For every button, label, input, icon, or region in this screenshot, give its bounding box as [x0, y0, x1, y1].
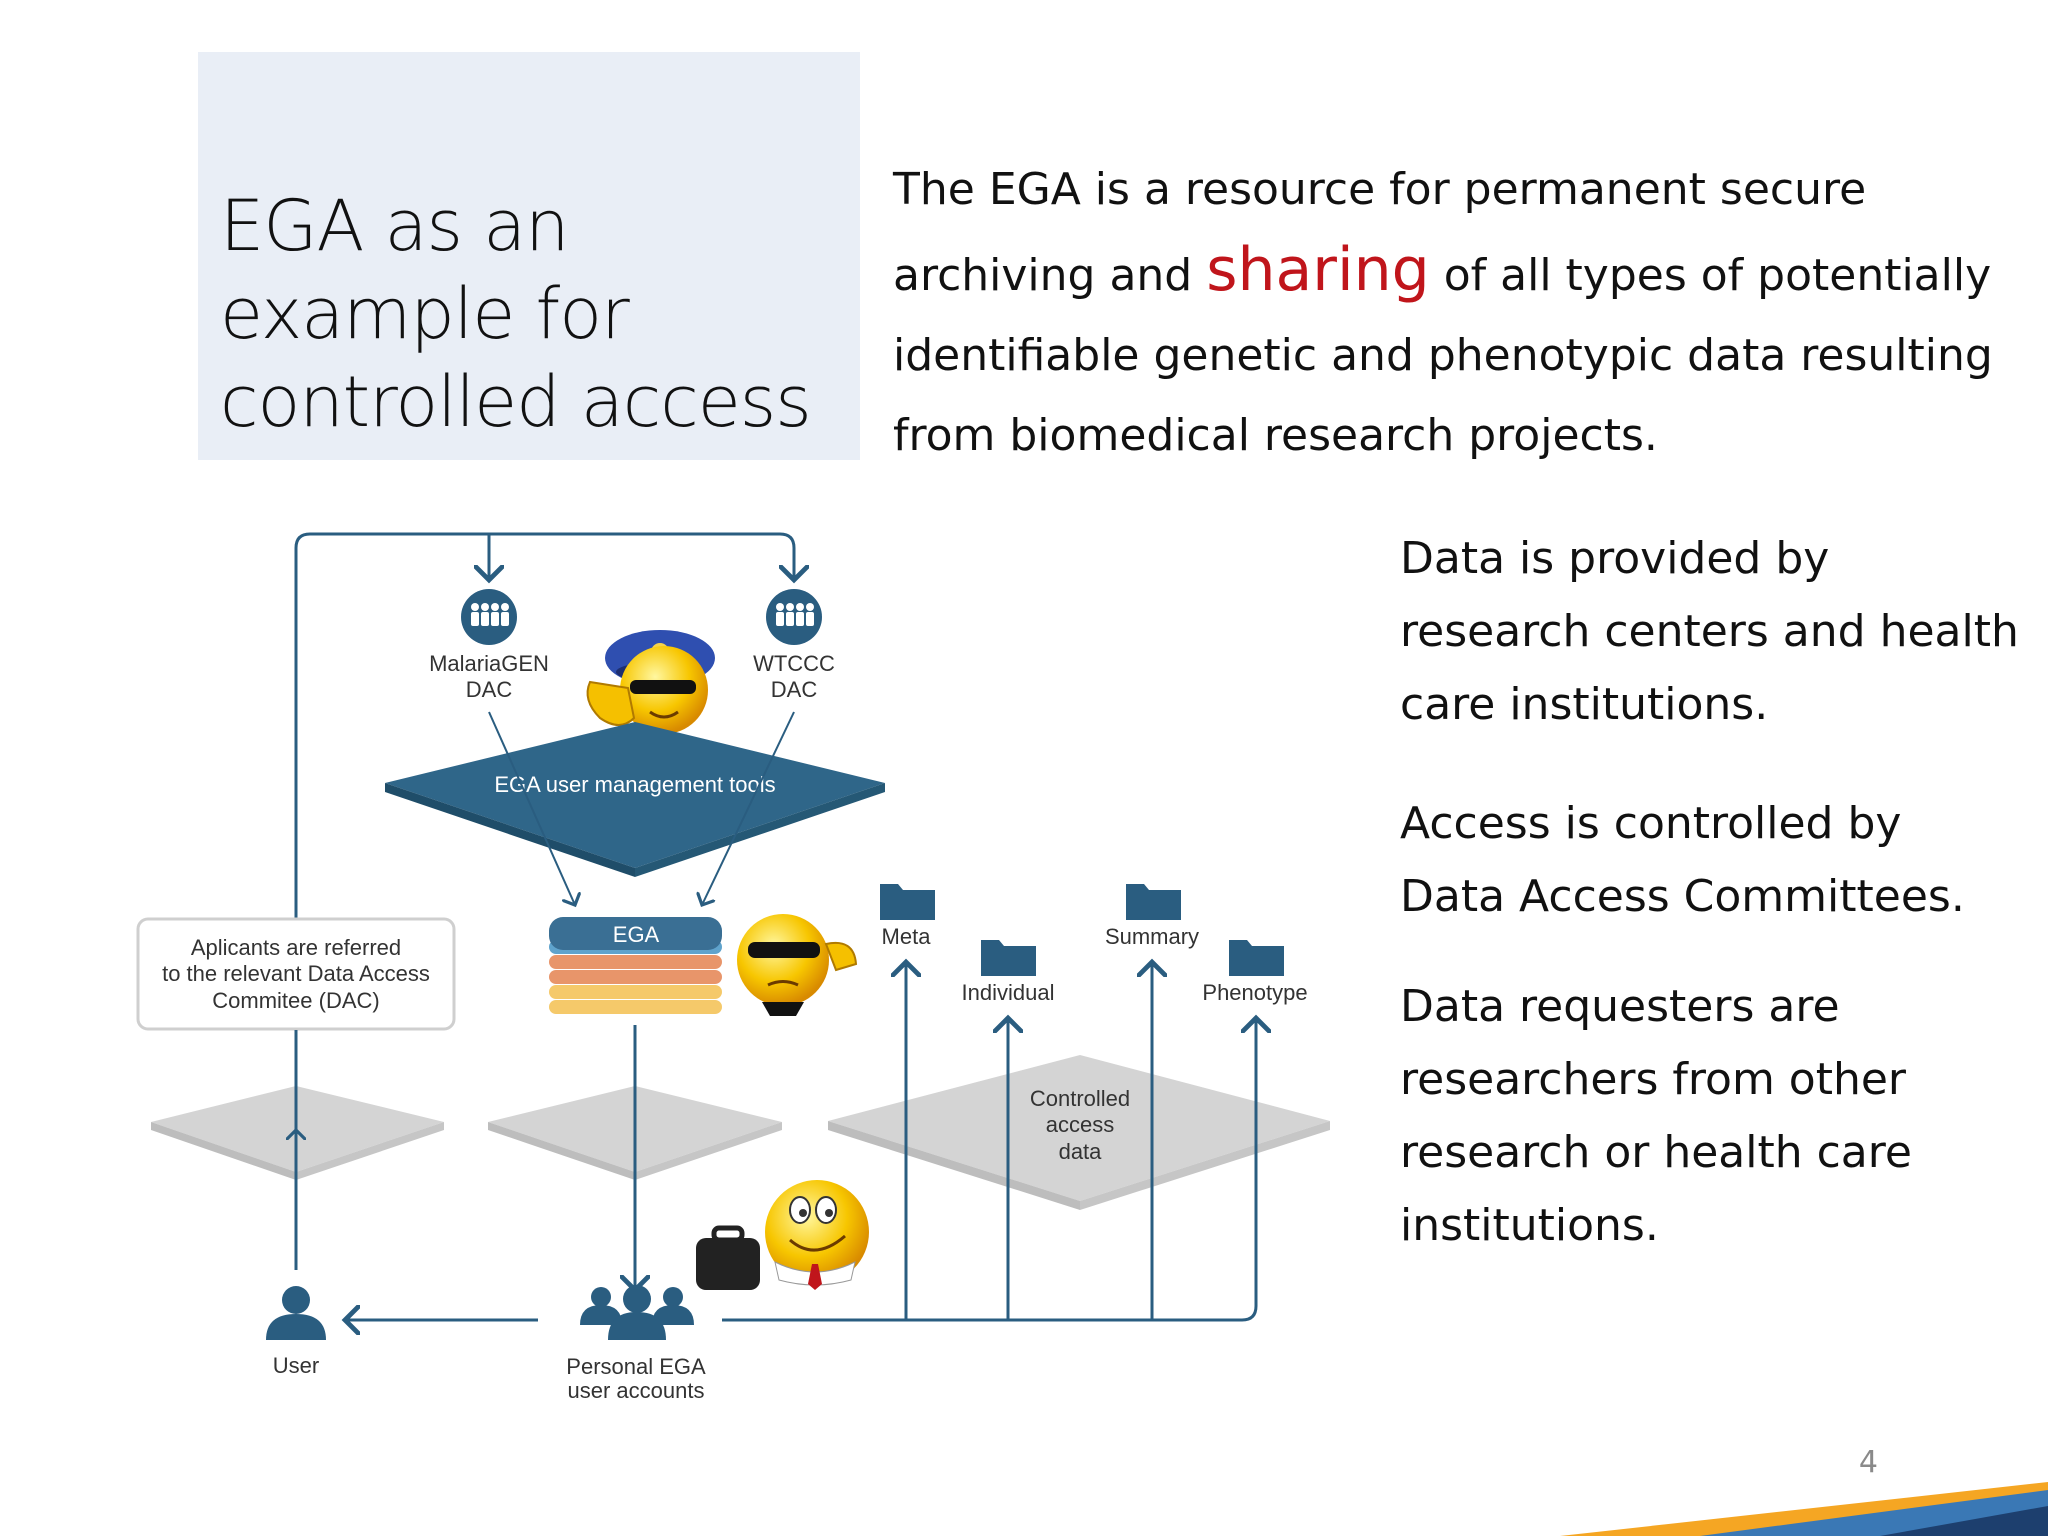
corner-stripes	[1560, 1482, 2048, 1536]
dac-to-ega-arrows	[488, 711, 795, 905]
side-paragraph-requesters: Data requesters are researchers from oth…	[1400, 981, 1912, 1251]
agent-smiley-icon	[737, 914, 858, 1016]
side-paragraph-access: Access is controlled by Data Access Comm…	[1400, 798, 1965, 922]
title-box: EGA as an example for controlled access	[198, 52, 860, 460]
folder-individual-label: Individual	[962, 980, 1055, 1005]
dac-left-icon	[461, 589, 517, 645]
title-line-1: EGA as an	[220, 185, 570, 267]
folder-summary-icon	[1126, 884, 1181, 920]
folder-meta-icon	[880, 884, 935, 920]
intro-highlight-sharing: sharing	[1206, 235, 1430, 305]
user-management-tools-label: EGA user management tools	[494, 772, 775, 797]
applicants-note-line-2: to the relevant Data Access	[162, 961, 430, 986]
dac-right-icon	[766, 589, 822, 645]
controlled-data-plane	[828, 1055, 1330, 1210]
ega-database-icon	[549, 917, 722, 1014]
dac-right-label-2: DAC	[771, 677, 818, 702]
applicants-note-line-1: Aplicants are referred	[191, 935, 401, 960]
briefcase-smiley-icon	[696, 1180, 869, 1290]
accounts-label-1: Personal EGA	[566, 1354, 706, 1379]
dac-left-label-2: DAC	[466, 677, 513, 702]
user-label: User	[273, 1353, 319, 1378]
dac-right-label-1: WTCCC	[753, 651, 835, 676]
user-icon	[266, 1286, 326, 1340]
police-smiley-icon	[586, 630, 715, 734]
ega-label: EGA	[613, 922, 660, 947]
folder-meta-label: Meta	[882, 924, 932, 949]
page-number: 4	[1858, 1445, 1878, 1480]
personal-accounts-icon	[580, 1285, 694, 1340]
controlled-data-label-3: data	[1059, 1139, 1103, 1164]
folder-individual-icon	[981, 940, 1036, 976]
controlled-data-label-2: access	[1046, 1112, 1114, 1137]
user-management-tools-plane	[385, 722, 885, 877]
dac-left-label-1: MalariaGEN	[429, 651, 549, 676]
intro-text-after: of all types of potentially identifiable…	[893, 250, 1993, 461]
title-line-3: controlled access	[220, 361, 812, 443]
applicants-note-box	[136, 917, 456, 1031]
folder-phenotype-label: Phenotype	[1202, 980, 1307, 1005]
applicants-note-line-3: Commitee (DAC)	[212, 988, 379, 1013]
side-paragraph-provided: Data is provided by research centers and…	[1400, 533, 2019, 730]
controlled-data-label-1: Controlled	[1030, 1086, 1130, 1111]
accounts-label-2: user accounts	[568, 1378, 705, 1403]
intro-text-before: The EGA is a resource for permanent secu…	[893, 164, 1867, 301]
folder-phenotype-icon	[1229, 940, 1284, 976]
feedback-loop-line	[294, 532, 794, 918]
folder-summary-label: Summary	[1105, 924, 1199, 949]
intro-paragraph: The EGA is a resource for permanent secu…	[893, 150, 2013, 476]
account-to-data-lines	[345, 962, 1256, 1320]
title-line-2: example for	[220, 273, 630, 355]
vertical-flow-lines	[296, 1025, 635, 1290]
slide-title: EGA as an example for controlled access	[220, 182, 850, 446]
